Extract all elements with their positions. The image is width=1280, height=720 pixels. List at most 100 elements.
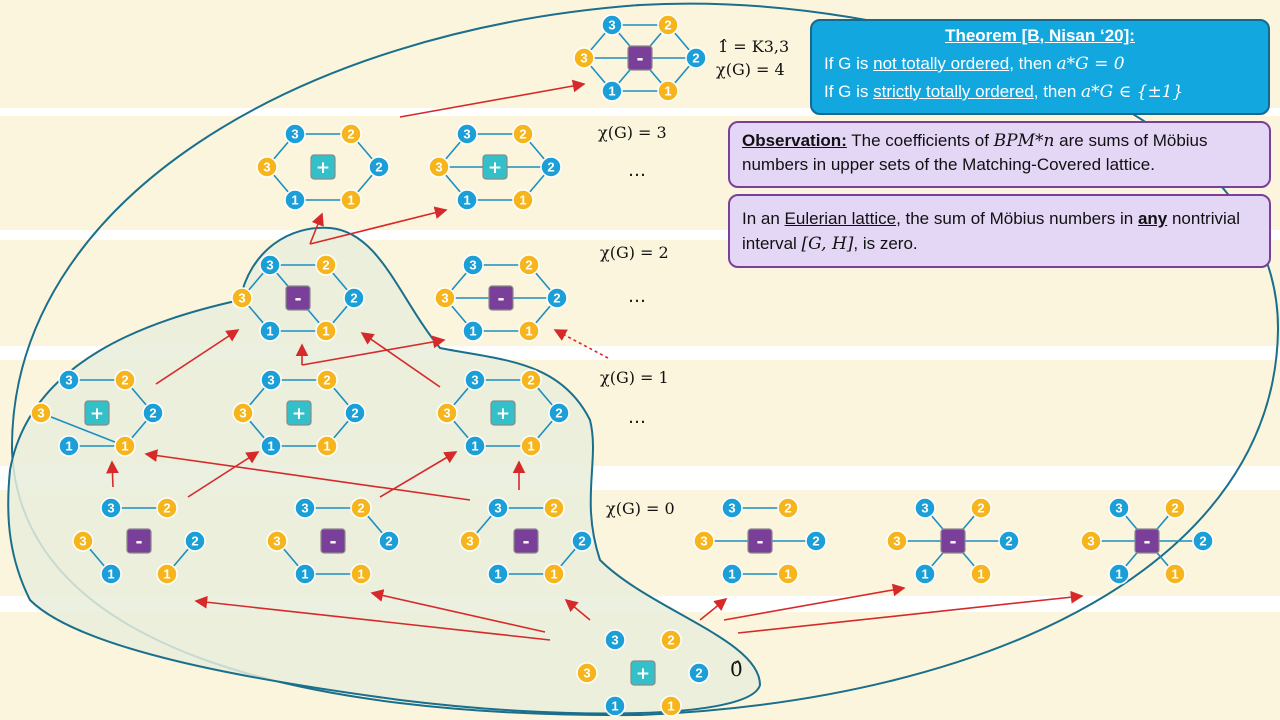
blue-vertex bbox=[284, 189, 306, 211]
interval-region bbox=[7, 226, 762, 715]
vertex-label: 1 bbox=[519, 193, 526, 208]
yellow-vertex bbox=[114, 435, 136, 457]
minus-sign-box bbox=[1134, 528, 1160, 554]
cover-arrows bbox=[106, 79, 1084, 641]
vertex-label: 1 bbox=[550, 567, 557, 582]
yellow-vertex bbox=[340, 123, 362, 145]
blue-vertex bbox=[601, 80, 623, 102]
yellow-vertex bbox=[543, 497, 565, 519]
cover-arrow bbox=[301, 335, 446, 366]
vertex-label: 1 bbox=[323, 439, 330, 454]
blue-vertex bbox=[464, 369, 486, 391]
vertex-label: 2 bbox=[553, 291, 560, 306]
vertex-label: 2 bbox=[375, 160, 382, 175]
minus-sign-box bbox=[940, 528, 966, 554]
yellow-vertex bbox=[315, 320, 337, 342]
vertex-label: 2 bbox=[578, 534, 585, 549]
vertex-label: 2 bbox=[525, 258, 532, 273]
chi0-label: χ(G) = 0 bbox=[606, 499, 675, 518]
observation-box: Observation: The coefficients of BPM*n a… bbox=[728, 121, 1271, 188]
vertex-label: 1 bbox=[357, 567, 364, 582]
mobius-sign: - bbox=[636, 49, 643, 69]
vertex-label: 2 bbox=[191, 534, 198, 549]
vertex-label: 1 bbox=[121, 439, 128, 454]
cover-arrow bbox=[187, 451, 260, 498]
yellow-vertex bbox=[350, 497, 372, 519]
mobius-sign: - bbox=[522, 532, 529, 552]
vertex-label: 1 bbox=[525, 324, 532, 339]
minus-sign-box bbox=[285, 285, 311, 311]
vertex-label: 1 bbox=[347, 193, 354, 208]
vertex-label: 2 bbox=[347, 127, 354, 142]
yellow-vertex bbox=[350, 563, 372, 585]
mobius-sign: - bbox=[756, 532, 763, 552]
vertex-label: 1 bbox=[611, 699, 618, 714]
blue-vertex bbox=[100, 563, 122, 585]
cover-arrow bbox=[309, 206, 448, 245]
mobius-sign: - bbox=[294, 289, 301, 309]
blue-vertex bbox=[548, 402, 570, 424]
vertex-label: 1 bbox=[163, 567, 170, 582]
blue-vertex bbox=[604, 695, 626, 717]
blue-vertex bbox=[914, 497, 936, 519]
vertex-label: 1 bbox=[608, 84, 615, 99]
vertex-label: 1 bbox=[469, 324, 476, 339]
blue-vertex bbox=[260, 435, 282, 457]
vertex-label: 3 bbox=[580, 51, 587, 66]
blue-vertex bbox=[604, 629, 626, 651]
vertex-label: 3 bbox=[443, 406, 450, 421]
vertex-label: 2 bbox=[121, 373, 128, 388]
yellow-vertex bbox=[693, 530, 715, 552]
blue-vertex bbox=[259, 254, 281, 276]
minus-sign-box bbox=[488, 285, 514, 311]
vertex-label: 3 bbox=[921, 501, 928, 516]
vertex-label: 3 bbox=[107, 501, 114, 516]
vertex-label: 2 bbox=[350, 291, 357, 306]
vertex-label: 1 bbox=[527, 439, 534, 454]
vertex-label: 1 bbox=[107, 567, 114, 582]
yellow-vertex bbox=[256, 156, 278, 178]
cover-arrow bbox=[399, 79, 586, 118]
blue-vertex bbox=[456, 123, 478, 145]
vertex-label: 1 bbox=[977, 567, 984, 582]
yellow-vertex bbox=[1164, 497, 1186, 519]
vertex-label: 3 bbox=[266, 258, 273, 273]
blue-vertex bbox=[721, 497, 743, 519]
plus-sign-box bbox=[630, 660, 656, 686]
mobius-sign: - bbox=[949, 532, 956, 552]
cover-arrow bbox=[564, 598, 591, 621]
blue-vertex bbox=[343, 287, 365, 309]
blue-vertex bbox=[58, 435, 80, 457]
vertex-label: 3 bbox=[728, 501, 735, 516]
mobius-sign: + bbox=[636, 664, 650, 684]
blue-vertex bbox=[456, 189, 478, 211]
chi4-label: χ(G) = 4 bbox=[716, 60, 785, 79]
yellow-vertex bbox=[512, 189, 534, 211]
mobius-sign: + bbox=[292, 404, 306, 424]
yellow-vertex bbox=[543, 563, 565, 585]
cover-arrow bbox=[370, 589, 546, 633]
yellow-vertex bbox=[231, 287, 253, 309]
blue-vertex bbox=[546, 287, 568, 309]
yellow-vertex bbox=[970, 563, 992, 585]
vertex-label: 2 bbox=[519, 127, 526, 142]
vertex-label: 2 bbox=[527, 373, 534, 388]
minus-sign-box bbox=[513, 528, 539, 554]
ellipsis-chi3: … bbox=[628, 160, 646, 181]
plus-sign-box bbox=[310, 154, 336, 180]
mobius-sign: - bbox=[497, 289, 504, 309]
vertex-label: 1 bbox=[322, 324, 329, 339]
yellow-vertex bbox=[518, 254, 540, 276]
vertex-label: 3 bbox=[463, 127, 470, 142]
vertex-label: 2 bbox=[555, 406, 562, 421]
top-element-label: 1̂ = K3,3 bbox=[718, 37, 789, 56]
vertex-label: 3 bbox=[893, 534, 900, 549]
eulerian-box: In an Eulerian lattice, the sum of Möbiu… bbox=[728, 194, 1271, 268]
graph-edge bbox=[40, 412, 126, 447]
cover-arrow bbox=[737, 590, 1084, 634]
vertex-label: 1 bbox=[463, 193, 470, 208]
yellow-vertex bbox=[660, 695, 682, 717]
vertex-label: 2 bbox=[149, 406, 156, 421]
